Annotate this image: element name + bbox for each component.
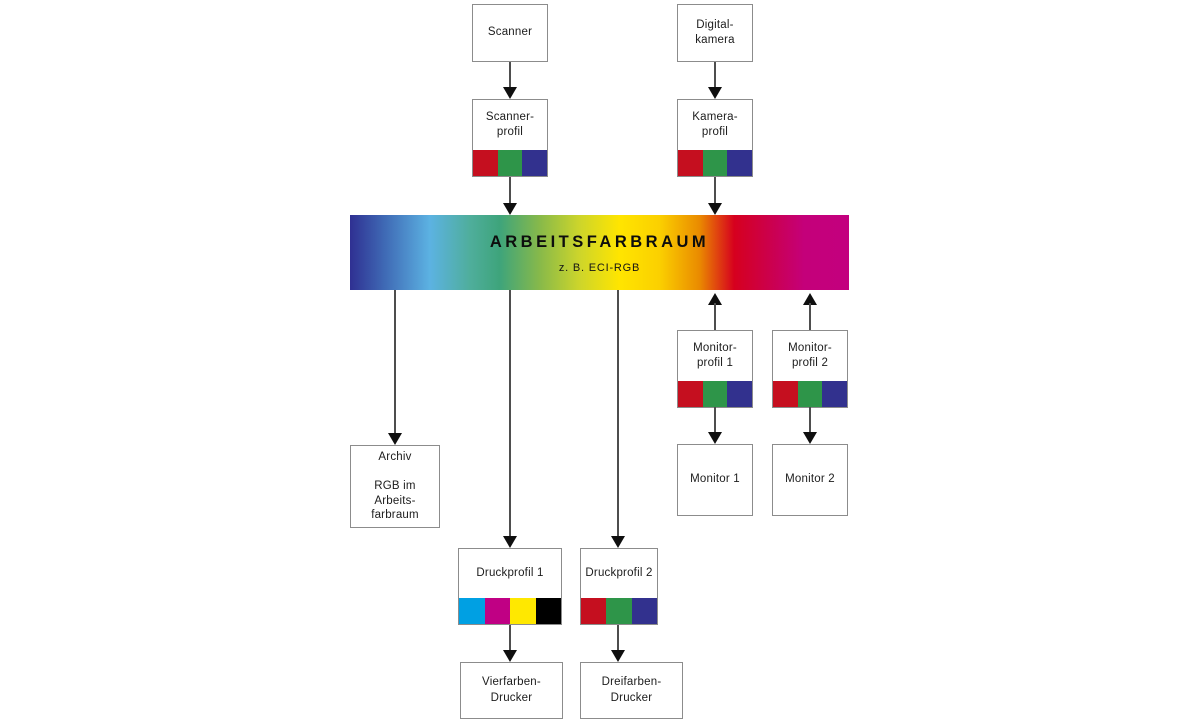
arrowhead-down-icon [803,432,817,444]
node-digitalkamera-label: Digital- kamera [695,18,735,47]
node-archiv-label: Archiv RGB im Arbeits- farbraum [371,451,419,522]
swatch-black [535,598,561,624]
rgb-strip [678,150,753,176]
arrowhead-down-icon [503,87,517,99]
swatch-blue [631,598,657,624]
rgb-strip [773,381,848,407]
node-vierfarbendrucker: Vierfarben- Drucker [460,662,563,719]
arrowhead-down-icon [503,650,517,662]
arrowhead-down-icon [611,650,625,662]
node-monitorprofil2-label: Monitor- profil 2 [788,341,832,370]
arrowhead-down-icon [388,433,402,445]
node-monitor2-label: Monitor 2 [785,473,835,486]
swatch-red [773,381,798,407]
node-scannerprofil-label: Scanner- profil [485,110,535,139]
node-dreifarbendrucker: Dreifarben- Drucker [580,662,683,719]
swatch-red [678,381,703,407]
swatch-cyan [459,598,485,624]
node-dreifarbendrucker-label: Dreifarben- Drucker [601,676,662,704]
node-kameraprofil-label: Kamera- profil [692,110,738,139]
arrowhead-down-icon [503,203,517,215]
node-monitorprofil1: Monitor- profil 1 [677,330,753,408]
node-scannerprofil: Scanner- profil [472,99,548,177]
arrowhead-down-icon [708,87,722,99]
node-vierfarbendrucker-label: Vierfarben- Drucker [482,676,541,704]
swatch-green [497,150,523,176]
arrowhead-down-icon [503,536,517,548]
node-druckprofil1-label: Druckprofil 1 [476,566,544,579]
swatch-yellow [510,598,536,624]
node-druckprofil1: Druckprofil 1 [458,548,562,625]
rgb-strip [581,598,657,624]
node-monitorprofil2: Monitor- profil 2 [772,330,848,408]
node-digitalkamera: Digital- kamera [677,4,753,62]
swatch-magenta [484,598,510,624]
node-arbeitsfarbraum: ARBEITSFARBRAUM z. B. ECI-RGB [350,215,849,290]
node-scanner-label: Scanner [487,26,533,39]
arrowhead-down-icon [708,203,722,215]
swatch-red [678,150,703,176]
working-space-subtitle: z. B. ECI-RGB [558,262,641,274]
node-archiv: Archiv RGB im Arbeits- farbraum [350,445,440,528]
cmyk-strip [459,598,561,624]
arrowhead-down-icon [611,536,625,548]
node-druckprofil2-label: Druckprofil 2 [585,566,653,579]
swatch-blue [522,150,548,176]
swatch-green [702,381,728,407]
swatch-red [473,150,498,176]
node-kameraprofil: Kamera- profil [677,99,753,177]
arrowhead-up-icon [708,293,722,305]
node-monitor1-label: Monitor 1 [690,473,740,486]
swatch-blue [727,150,753,176]
rgb-strip [678,381,753,407]
node-scanner: Scanner [472,4,548,62]
swatch-green [702,150,728,176]
swatch-blue [822,381,848,407]
rgb-strip [473,150,548,176]
node-monitor1: Monitor 1 [677,444,753,516]
node-druckprofil2: Druckprofil 2 [580,548,658,625]
arrowhead-up-icon [803,293,817,305]
swatch-red [581,598,607,624]
node-monitor2: Monitor 2 [772,444,848,516]
swatch-green [606,598,632,624]
swatch-green [797,381,823,407]
node-monitorprofil1-label: Monitor- profil 1 [693,341,737,370]
working-space-title: ARBEITSFARBRAUM [489,233,710,251]
arrowhead-down-icon [708,432,722,444]
swatch-blue [727,381,753,407]
